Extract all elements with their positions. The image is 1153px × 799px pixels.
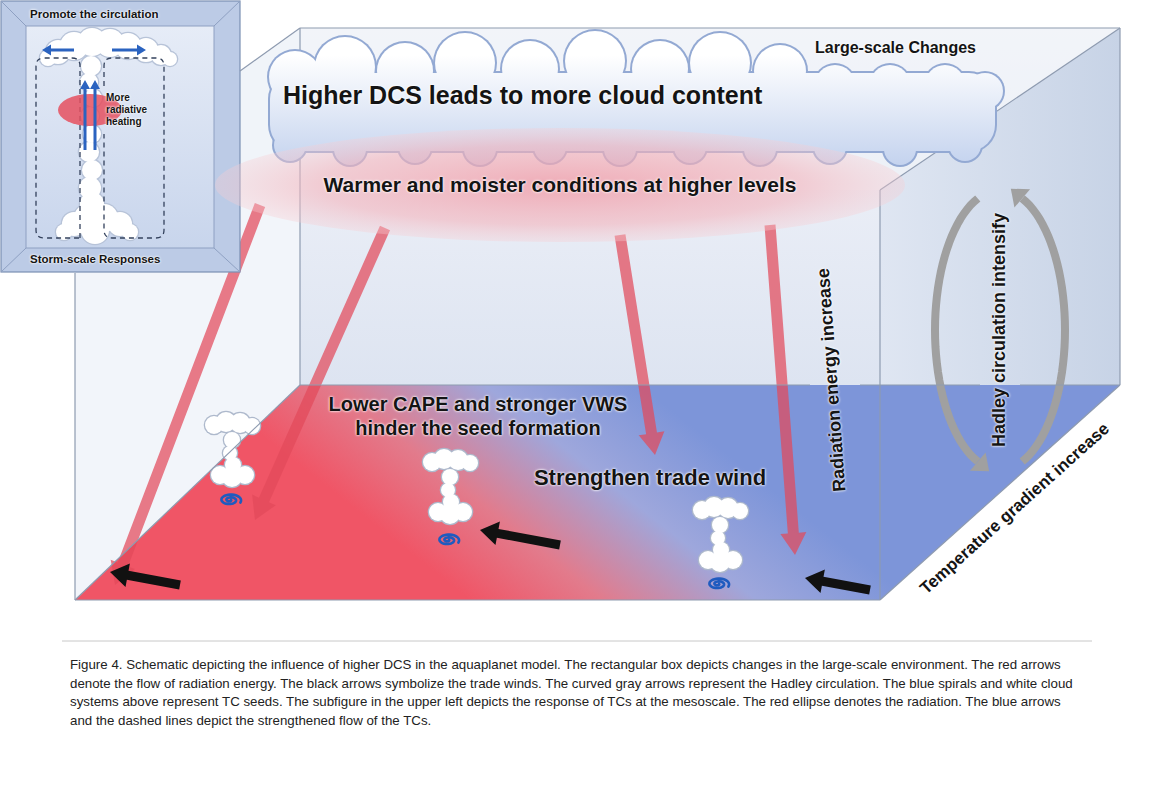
tc-seed-cloud-fill	[693, 497, 748, 572]
trade-wind-arrow	[110, 563, 181, 589]
storm-tower-cloud-outline	[39, 27, 179, 246]
tc-seed-cloud-fill-part	[732, 503, 748, 519]
updraft-arrow	[90, 80, 100, 150]
trade-wind-arrow	[805, 569, 871, 594]
panel-perspective-line	[214, 1, 240, 26]
tc-seed-cloud	[422, 448, 480, 526]
panel-frame	[1, 1, 240, 272]
tc-seed-cloud-outline	[422, 448, 480, 526]
storm-tower-cloud-fill-part	[163, 52, 177, 66]
tc-seed-cloud-fill-part	[724, 551, 742, 569]
cloud-fill-part	[870, 65, 910, 105]
figure-caption: Figure 4. Schematic depicting the influe…	[70, 656, 1086, 730]
radiative-heating-ellipse: More radiative heating	[56, 90, 160, 132]
cloud-fill-part	[815, 65, 855, 105]
cape-label: Lower CAPE and stronger VWS hinder the s…	[323, 392, 633, 440]
sea-surface	[75, 385, 1120, 600]
tc-seed-cloud-fill-part	[224, 432, 240, 448]
inset-panel: Promote the circulationStorm-scale Respo…	[0, 0, 241, 273]
tc-seed-cloud-fill-part	[712, 517, 728, 533]
panel-perspective-line	[1, 248, 26, 272]
tc-seed-spiral	[439, 535, 459, 544]
hadley-arc	[935, 198, 978, 461]
radiation-arrow	[765, 225, 807, 555]
box-edge	[300, 27, 1120, 28]
tc-seed-spiral	[709, 579, 729, 588]
trade-wind-arrows	[110, 522, 871, 595]
box-edge	[860, 384, 980, 385]
circulation-loop	[104, 58, 164, 238]
cloud-label: Higher DCS leads to more cloud content	[283, 80, 762, 110]
radiation-arrow	[252, 226, 390, 520]
tc-seed-cloud-outline	[692, 496, 750, 574]
box-edge	[300, 384, 810, 385]
ellipse-label: Warmer and moister conditions at higher …	[323, 172, 796, 197]
updraft-arrow	[80, 80, 90, 150]
tc-seed-cloud-fill-part	[236, 466, 254, 484]
box-edge	[75, 385, 300, 600]
box-edge	[1119, 28, 1120, 385]
panel-heading: Promote the circulation	[30, 8, 158, 22]
hadley-arrowhead	[1011, 189, 1030, 208]
trade-wind-label: Strengthen trade wind	[534, 465, 766, 491]
panel-perspective-line	[1, 1, 26, 26]
box-edge	[1020, 384, 1120, 385]
storm-tower-cloud-fill-part	[82, 160, 102, 180]
tc-seed-spiral	[221, 495, 241, 504]
box-heading: Large-scale Changes	[815, 38, 976, 57]
ellipse-label: More radiative heating	[106, 92, 158, 128]
cloud-fill-part	[949, 129, 981, 161]
cloud-fill-part	[925, 65, 965, 105]
tc-seed-cloud-fill-part	[454, 503, 472, 521]
radiation-arrow	[615, 234, 665, 455]
caption-separator	[62, 641, 1092, 642]
panel-inner	[26, 26, 214, 248]
box-edge	[74, 273, 75, 600]
hadley-label: Hadley circulation intensify	[989, 213, 1011, 447]
tc-seed-cloud	[692, 496, 750, 574]
tc-seed-cloud-fill-part	[442, 469, 458, 485]
cloud-fill-part	[967, 73, 1003, 109]
storm-tower-cloud-fill	[40, 28, 177, 244]
trade-wind-arrow	[480, 522, 561, 550]
cloud-fill-part	[884, 133, 916, 165]
hadley-arrows	[935, 189, 1065, 472]
panel-perspective-line	[214, 248, 240, 272]
circulation-loops	[36, 58, 164, 238]
warm-moist-ellipse: Warmer and moister conditions at higher …	[215, 128, 905, 242]
large-scale-box: Large-scale ChangesHigher DCS leads to m…	[75, 28, 1120, 600]
tc-seed-cloud-fill	[423, 449, 478, 524]
box-edge	[75, 599, 880, 600]
storm-tower-cloud	[39, 27, 179, 246]
storm-tower-cloud-fill-part	[81, 216, 109, 244]
tc-seed-cloud-fill-part	[462, 455, 478, 471]
hadley-arc	[1022, 198, 1065, 461]
outflow-arrow	[42, 45, 74, 56]
shape-outline	[0, 0, 241, 273]
circulation-loop	[36, 58, 80, 238]
panel-caption: Storm-scale Responses	[30, 253, 160, 267]
box-edge	[879, 190, 880, 600]
storm-tower-cloud-fill-part	[81, 56, 101, 76]
warm-moist-ellipse	[215, 128, 905, 242]
outflow-arrow	[112, 45, 146, 56]
hadley-arrowhead	[970, 452, 989, 471]
